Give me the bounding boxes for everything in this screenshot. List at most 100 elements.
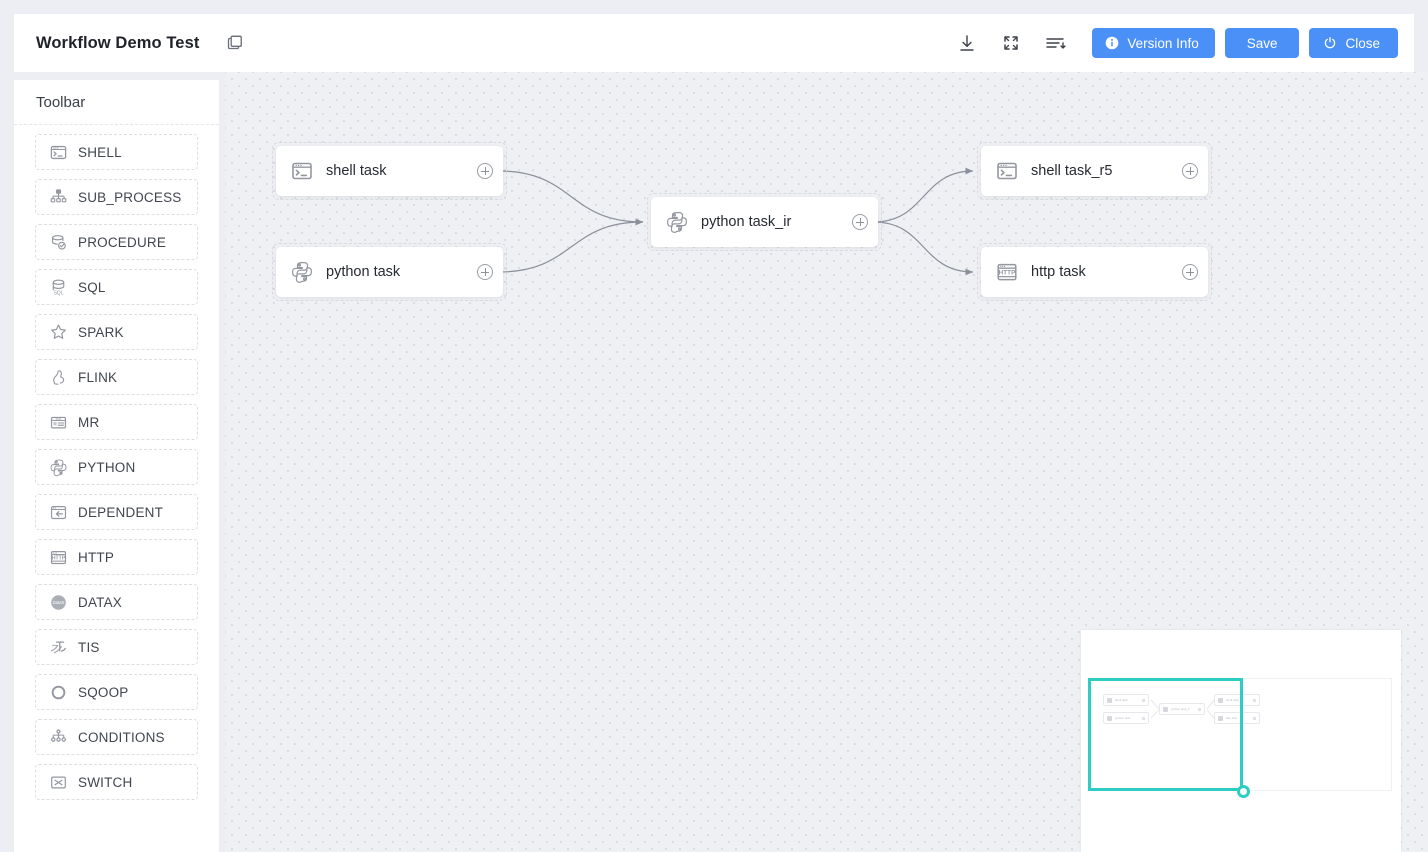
workflow-node[interactable]: shell task: [272, 142, 507, 200]
tis-icon: [48, 637, 68, 657]
toolbar-item-dependent[interactable]: DEPENDENT: [35, 494, 198, 530]
toolbar-item-conditions[interactable]: CONDITIONS: [35, 719, 198, 755]
toolbar-item-mr[interactable]: MR MR: [35, 404, 198, 440]
toolbar-item-label: HTTP: [78, 549, 115, 565]
minimap-node-icon: [1163, 706, 1168, 712]
workflow-node-body[interactable]: HTTP http task: [981, 247, 1208, 297]
svg-text:SQL: SQL: [53, 290, 63, 296]
svg-text:MR: MR: [55, 416, 61, 420]
page-title: Workflow Demo Test: [36, 33, 200, 52]
toolbar-item-spark[interactable]: SPARK: [35, 314, 198, 350]
http-icon: HTTP: [48, 547, 68, 567]
toolbar-item-sub_process[interactable]: SUB_PROCESS: [35, 179, 198, 215]
minimap-node-label: python task: [1115, 716, 1131, 720]
close-label: Close: [1345, 35, 1380, 51]
version-info-button[interactable]: Version Info: [1092, 28, 1215, 58]
workflow-node[interactable]: python task: [272, 243, 507, 301]
info-icon: [1105, 36, 1119, 50]
toolbar-item-sqoop[interactable]: SQOOP: [35, 674, 198, 710]
minimap-node-icon: [1107, 697, 1112, 703]
workflow-edge[interactable]: [873, 167, 974, 223]
minimap-panel[interactable]: shell task python task python task_ir shell…: [1081, 630, 1401, 852]
minimap-node-label: python task_ir: [1171, 707, 1190, 711]
workflow-node-body[interactable]: shell task_r5: [981, 146, 1208, 196]
workflow-node[interactable]: HTTP http task: [977, 243, 1212, 301]
node-output-port[interactable]: [477, 163, 493, 179]
workflow-node-label: python task: [326, 264, 401, 280]
toolbar-item-label: DEPENDENT: [78, 504, 164, 520]
spark-icon: [48, 322, 68, 342]
node-output-port[interactable]: [852, 214, 868, 230]
minimap-node: shell task: [1103, 694, 1149, 706]
python-icon: [665, 210, 689, 234]
http-icon: HTTP: [995, 260, 1019, 284]
node-output-port[interactable]: [477, 264, 493, 280]
node-output-port[interactable]: [1182, 163, 1198, 179]
minimap-resize-handle[interactable]: [1237, 785, 1250, 798]
minimap-node-icon: [1218, 715, 1223, 721]
save-label: Save: [1246, 35, 1278, 51]
sqoop-icon: [48, 682, 68, 702]
minimap-node-icon: [1218, 697, 1223, 703]
toolbar-item-label: SQL: [78, 279, 106, 295]
dependent-icon: [48, 502, 68, 522]
header-icon-group: [956, 32, 1067, 54]
workflow-canvas[interactable]: shell task python task python task_ir sh…: [225, 72, 1428, 852]
toolbar-item-label: CONDITIONS: [78, 729, 165, 745]
fullscreen-icon[interactable]: [1000, 32, 1022, 54]
toolbar-item-label: TIS: [78, 639, 100, 655]
workflow-node-label: shell task_r5: [1031, 163, 1113, 179]
toolbar-item-procedure[interactable]: PROCEDURE: [35, 224, 198, 260]
workflow-edge[interactable]: [498, 218, 644, 273]
toolbar-item-label: DATAX: [78, 594, 123, 610]
minimap-node-port: [1253, 698, 1256, 702]
toolbar-item-label: SWITCH: [78, 774, 133, 790]
workflow-edge[interactable]: [873, 221, 974, 276]
toolbar-item-flink[interactable]: FLINK: [35, 359, 198, 395]
toolbar-title: Toolbar: [14, 80, 219, 125]
download-icon[interactable]: [956, 32, 978, 54]
workflow-edge[interactable]: [498, 170, 644, 226]
minimap-node-port: [1253, 716, 1256, 720]
format-icon[interactable]: [1044, 32, 1067, 54]
shell-icon: [995, 159, 1019, 183]
workflow-node-body[interactable]: python task_ir: [651, 197, 878, 247]
duplicate-icon[interactable]: [225, 33, 245, 53]
minimap-node: python task_ir: [1159, 703, 1205, 715]
svg-text:DataX: DataX: [52, 600, 64, 605]
toolbar-item-sql[interactable]: SQL SQL: [35, 269, 198, 305]
minimap-viewport[interactable]: [1088, 678, 1243, 791]
minimap-node: shell task_r5: [1214, 694, 1260, 706]
minimap-node-icon: [1107, 715, 1112, 721]
minimap-node-label: http task: [1226, 716, 1238, 720]
toolbar-item-label: SHELL: [78, 144, 122, 160]
close-button[interactable]: Close: [1309, 28, 1398, 58]
toolbar-item-switch[interactable]: SWITCH: [35, 764, 198, 800]
minimap-node-label: shell task: [1115, 698, 1128, 702]
flink-icon: [48, 367, 68, 387]
save-button[interactable]: Save: [1224, 28, 1300, 58]
version-info-label: Version Info: [1127, 35, 1199, 51]
toolbar-item-datax[interactable]: DataX DATAX: [35, 584, 198, 620]
toolbar-item-label: MR: [78, 414, 100, 430]
workflow-node[interactable]: shell task_r5: [977, 142, 1212, 200]
minimap-node-port: [1142, 716, 1145, 720]
node-output-port[interactable]: [1182, 264, 1198, 280]
shell-icon: [290, 159, 314, 183]
workflow-node[interactable]: python task_ir: [647, 193, 882, 251]
sql-icon: SQL: [48, 277, 68, 297]
toolbar-item-tis[interactable]: TIS: [35, 629, 198, 665]
toolbar-item-label: SUB_PROCESS: [78, 189, 182, 205]
toolbar-item-python[interactable]: PYTHON: [35, 449, 198, 485]
workflow-node-body[interactable]: python task: [276, 247, 503, 297]
python-icon: [48, 457, 68, 477]
workflow-node-body[interactable]: shell task: [276, 146, 503, 196]
workflow-node-label: shell task: [326, 163, 387, 179]
workflow-node-label: python task_ir: [701, 214, 792, 230]
toolbar-item-shell[interactable]: SHELL: [35, 134, 198, 170]
app-header: Workflow Demo Test: [14, 14, 1414, 72]
toolbar-item-http[interactable]: HTTP HTTP: [35, 539, 198, 575]
minimap-node: http task: [1214, 712, 1260, 724]
